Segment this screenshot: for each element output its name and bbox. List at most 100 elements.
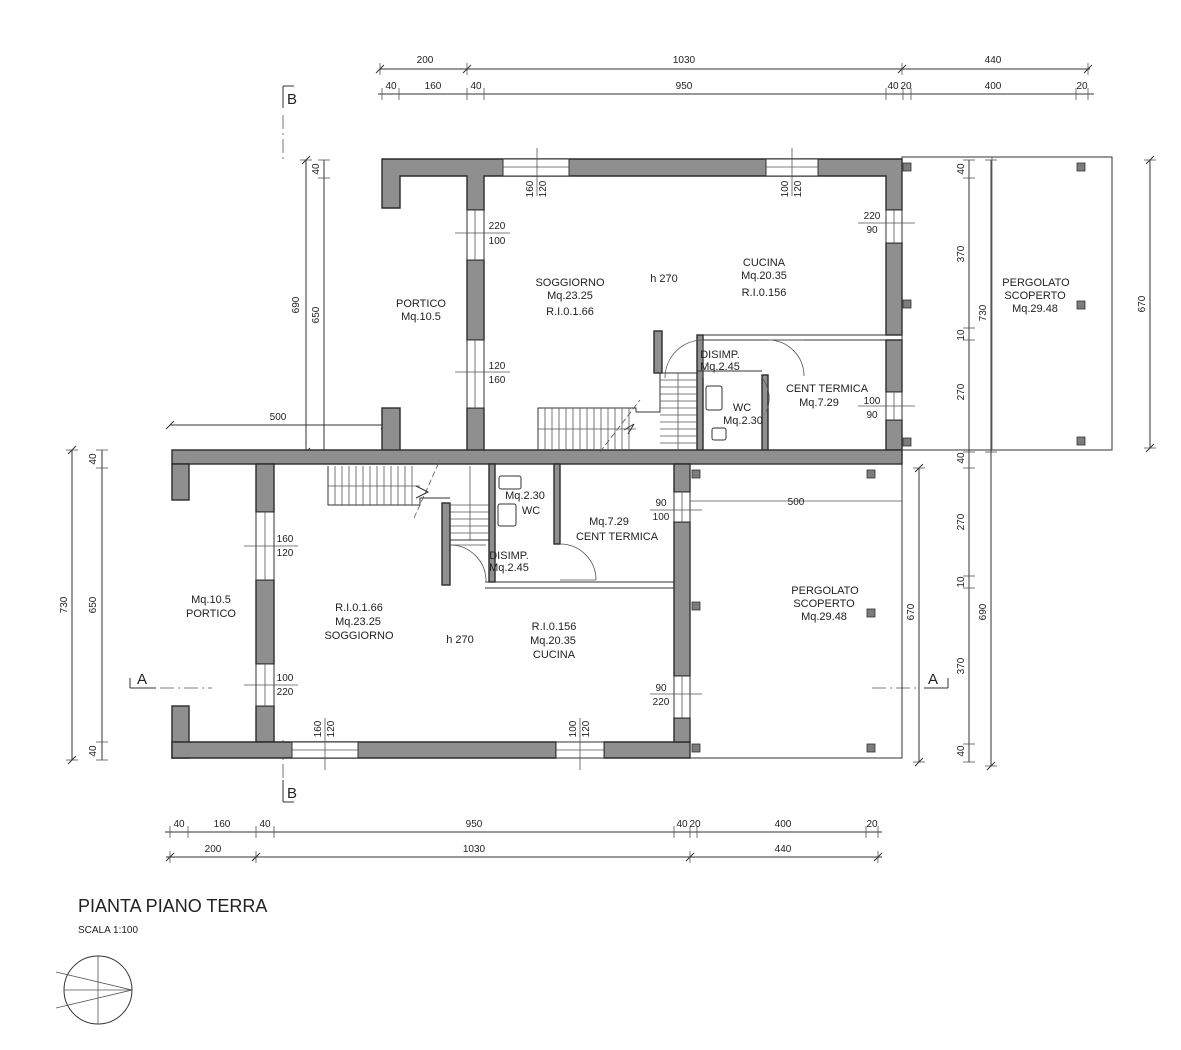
lower-portico-name: PORTICO [186, 608, 236, 620]
upper-pergolato-area: Mq.29.48 [1012, 303, 1058, 315]
dim-right-upper-outer: 670 [1137, 295, 1148, 312]
lower-room-labels: Mq.10.5 PORTICO R.I.0.1.66 Mq.23.25 SOGG… [186, 490, 859, 661]
lower-fixtures [449, 475, 597, 582]
dim-left-upper-top: 40 [311, 163, 322, 175]
lower-unit-walls [171, 463, 691, 759]
lower-staircase [327, 459, 489, 541]
dim-top-3: 440 [985, 55, 1002, 66]
lw3b: 120 [326, 720, 337, 737]
dim-bot-1: 200 [205, 844, 222, 855]
lower-wc-area: Mq.2.30 [505, 490, 545, 502]
uw4a: 120 [489, 361, 506, 372]
dim-bot-d8: 20 [866, 819, 878, 830]
upper-portico-area: Mq.10.5 [401, 311, 441, 323]
upper-cucina-area: Mq.20.35 [741, 270, 787, 282]
lw5b: 100 [653, 512, 670, 523]
dim-right-upper-5: 40 [956, 452, 967, 464]
section-a-right: A [872, 671, 949, 689]
lower-cucina-ri: R.I.0.156 [532, 621, 577, 633]
dim-bot-d2: 160 [214, 819, 231, 830]
uw2b: 100 [780, 180, 791, 197]
lower-window-labels: 160 120 100 220 160 120 100 120 90 100 9… [244, 497, 805, 770]
lw4b: 120 [581, 720, 592, 737]
dim-bot-d6: 20 [689, 819, 701, 830]
dim-right-lower-outer: 690 [978, 603, 989, 620]
upper-fixtures [664, 339, 805, 441]
dim-left-upper-inner: 650 [311, 306, 322, 323]
section-a-label-left: A [137, 671, 147, 688]
pergolato-upper [901, 156, 1113, 451]
uw2a: 120 [793, 180, 804, 197]
lower-disimp-name: DISIMP. [489, 550, 529, 562]
uw1b: 160 [525, 180, 536, 197]
dim-bot-d4: 950 [466, 819, 483, 830]
upper-portico-name: PORTICO [396, 298, 446, 310]
lower-pergolato-1: PERGOLATO [791, 585, 859, 597]
dim-right-lower-mid: 670 [906, 603, 917, 620]
top-dimension-chain: 200 1030 440 40 160 40 950 40 20 400 20 [375, 55, 1094, 100]
dim-pergolato-width: 500 [788, 497, 805, 508]
dim-bot-2: 1030 [463, 844, 486, 855]
upper-cucina-name: CUCINA [743, 257, 786, 269]
north-arrow-icon [55, 955, 133, 1025]
upper-soggiorno-area: Mq.23.25 [547, 290, 593, 302]
lw6a: 90 [655, 683, 667, 694]
dim-right-lower-2: 270 [956, 513, 967, 530]
lw2b: 220 [277, 687, 294, 698]
lower-soggiorno-ri: R.I.0.1.66 [335, 602, 383, 614]
lower-pergolato-area: Mq.29.48 [801, 611, 847, 623]
dim-right-upper-3: 10 [956, 329, 967, 341]
right-dimension-lower: 270 10 370 40 670 690 [906, 452, 997, 771]
uw3b: 100 [489, 236, 506, 247]
uw4b: 160 [489, 375, 506, 386]
lower-soggiorno-name: SOGGIORNO [324, 630, 394, 642]
dim-right-lower-5: 40 [956, 745, 967, 757]
dim-left-lower-top: 40 [88, 453, 99, 465]
lw6b: 220 [653, 697, 670, 708]
section-a-label-right: A [928, 671, 938, 688]
dim-top-d2: 160 [425, 81, 442, 92]
lw1b: 120 [277, 548, 294, 559]
dim-left-lower-outer: 730 [59, 596, 70, 613]
lw2a: 100 [277, 673, 294, 684]
dim-top-d6: 20 [900, 81, 912, 92]
lower-cent-name: CENT TERMICA [576, 531, 659, 543]
dim-bot-d1: 40 [173, 819, 185, 830]
upper-window-labels: 120 160 120 100 220 100 120 160 220 90 1… [455, 148, 915, 421]
lower-soggiorno-area: Mq.23.25 [335, 616, 381, 628]
uw3a: 220 [489, 221, 506, 232]
dim-left-lower-bottom: 40 [88, 745, 99, 757]
drawing-scale: SCALA 1:100 [78, 925, 138, 936]
upper-cent-name: CENT TERMICA [786, 383, 869, 395]
upper-pergolato-2: SCOPERTO [1004, 290, 1066, 302]
bottom-dimension-chain: 40 160 40 950 40 20 400 20 200 1030 440 [165, 819, 883, 863]
upper-disimp-area: Mq.2.45 [700, 361, 740, 373]
dim-top-2: 1030 [673, 55, 696, 66]
section-b-label-top: B [287, 91, 297, 108]
left-dimension-lower: 730 40 650 40 [59, 445, 108, 765]
dim-bot-3: 440 [775, 844, 792, 855]
dim-top-d5: 40 [887, 81, 899, 92]
uw6b: 90 [866, 410, 878, 421]
dim-bot-d3: 40 [259, 819, 271, 830]
dim-left-upper-outer: 690 [291, 296, 302, 313]
dim-right-lower-4: 370 [956, 657, 967, 674]
upper-cent-area: Mq.7.29 [799, 397, 839, 409]
lw4a: 100 [568, 720, 579, 737]
dim-top-d1: 40 [385, 81, 397, 92]
dim-right-upper-1: 40 [956, 163, 967, 175]
uw5b: 90 [866, 225, 878, 236]
lower-cucina-name: CUCINA [533, 649, 576, 661]
section-b-top: B [282, 85, 297, 160]
uw1a: 120 [538, 180, 549, 197]
upper-cucina-ri: R.I.0.156 [742, 287, 787, 299]
dim-top-1: 200 [417, 55, 434, 66]
lower-disimp-area: Mq.2.45 [489, 562, 529, 574]
lw3a: 160 [313, 720, 324, 737]
lower-cent-area: Mq.7.29 [589, 516, 629, 528]
upper-disimp-name: DISIMP. [700, 349, 740, 361]
dim-top-d8: 20 [1076, 81, 1088, 92]
uw5a: 220 [864, 211, 881, 222]
upper-soggiorno-name: SOGGIORNO [535, 277, 605, 289]
